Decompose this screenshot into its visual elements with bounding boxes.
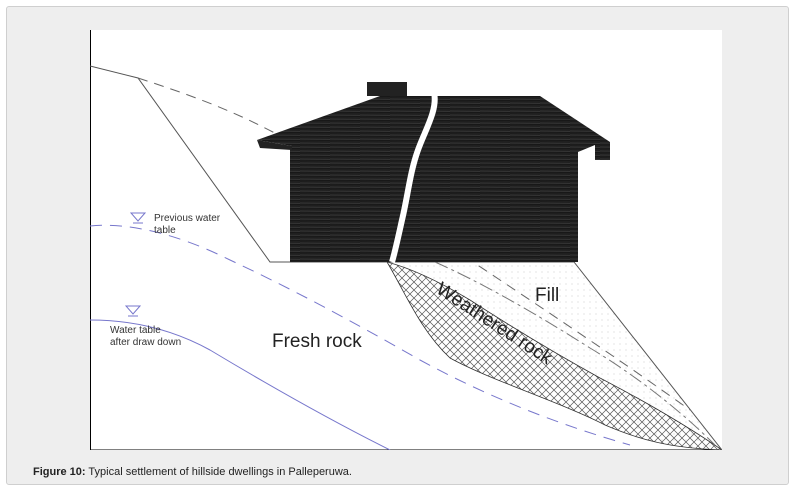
- previous-water-table-label-2: table: [154, 225, 176, 236]
- previous-water-table-label-1: Previous water: [154, 213, 221, 224]
- fill-label: Fill: [535, 285, 559, 306]
- house-chimney: [367, 82, 407, 96]
- house-illustration: [257, 82, 610, 263]
- drawdown-water-table-symbol: [124, 305, 142, 317]
- drawdown-water-table-label-1: Water table: [110, 325, 161, 336]
- house-body: [257, 96, 610, 262]
- house-crack: [389, 91, 438, 263]
- caption-text: Typical settlement of hillside dwellings…: [85, 466, 352, 478]
- drawdown-water-table-line: [89, 319, 391, 451]
- weathered-boundary: [434, 261, 716, 446]
- fresh-rock-label: Fresh rock: [272, 331, 362, 352]
- drawdown-water-table-label-2: after draw down: [110, 337, 181, 348]
- ground-surface: [89, 65, 723, 451]
- figure-image: Previous water table Water table after d…: [89, 30, 724, 451]
- previous-water-table-line: [89, 224, 631, 446]
- figure-card: Previous water table Water table after d…: [6, 6, 789, 485]
- caption-label: Figure 10:: [33, 466, 86, 478]
- settlement-diagram: Previous water table Water table after d…: [89, 30, 724, 451]
- figure-caption: Figure 10: Typical settlement of hillsid…: [33, 466, 352, 478]
- previous-water-table-symbol: [129, 212, 147, 224]
